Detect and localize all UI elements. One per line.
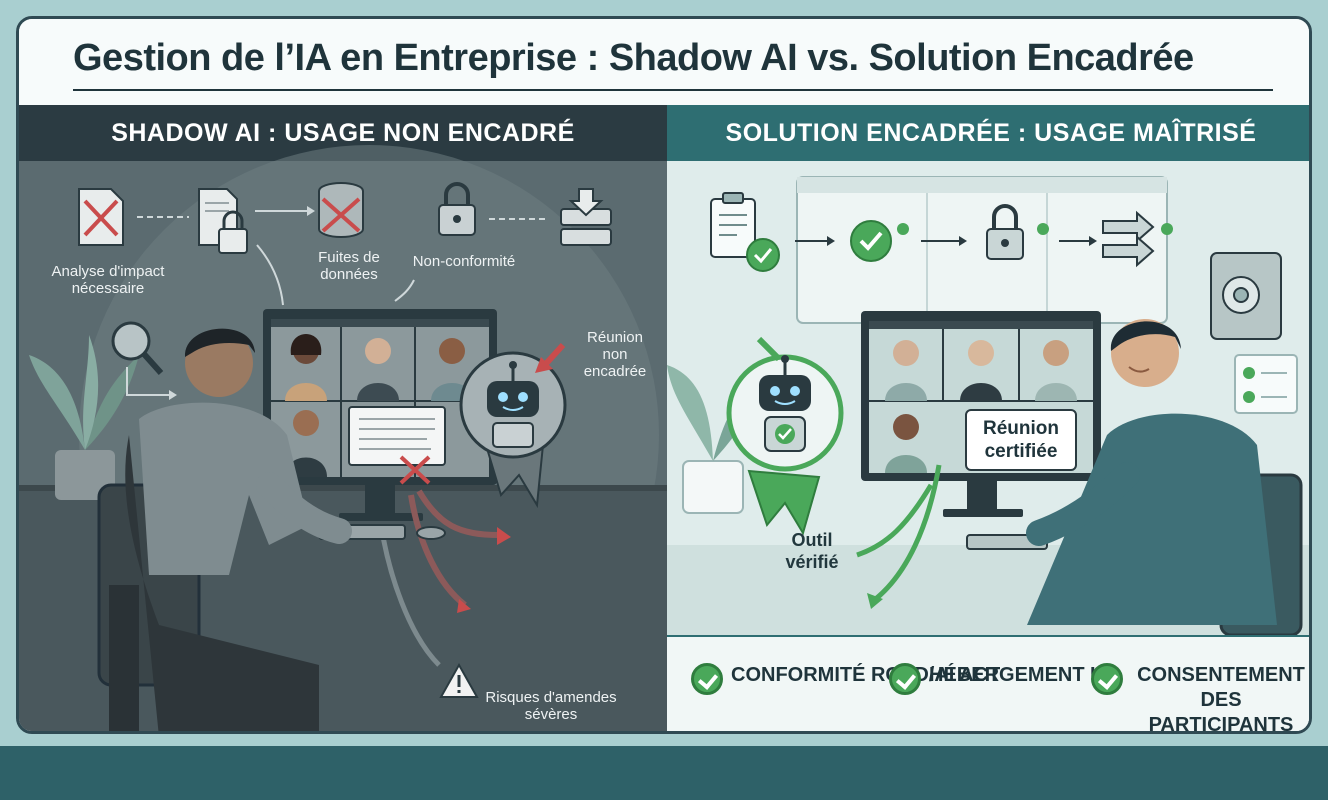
magnifier-icon [111,321,164,376]
benefits-bar: CONFORMITÉ RGPD/AI ACT HÉBERGEMENT UE CO… [667,635,1309,734]
infographic-frame: Gestion de l’IA en Entreprise : Shadow A… [16,16,1312,734]
benefit-gdpr: CONFORMITÉ RGPD/AI ACT [691,663,1001,695]
robot-icon [459,351,567,509]
safe-icon [1210,252,1282,340]
participant-1 [285,334,327,401]
warning-icon [439,662,479,698]
check-icon [1091,663,1123,695]
title-underline [73,89,1273,91]
participant-1 [885,340,927,401]
check-icon [691,663,723,695]
shadow-ai-panel: SHADOW AI : USAGE NON ENCADRÉ [19,105,667,731]
label-leaks: Fuites de données [318,249,380,283]
server-download-icon [560,188,612,246]
participant-2 [357,338,399,401]
certified-meeting-bubble: Réunion certifiée [965,409,1077,471]
padlock-icon [986,204,1049,260]
benefit-label: HÉBERGEMENT UE [929,664,1118,686]
check-icon [850,220,909,262]
label-fines: Risques d'amendes sévères [485,689,617,723]
benefit-label: CONFORMITÉ RGPD/AI ACT [731,664,1001,686]
participant-3 [1035,340,1077,401]
managed-solution-header: SOLUTION ENCADRÉE : USAGE MAÎTRISÉ [667,105,1309,161]
page-title: Gestion de l’IA en Entreprise : Shadow A… [73,37,1194,79]
label-impact: Analyse d'impact nécessaire [51,263,165,297]
mouse [416,526,446,540]
managed-solution-panel: SOLUTION ENCADRÉE : USAGE MAÎTRISÉ [667,105,1309,734]
footer-bar [0,746,1328,800]
label-noncompliance: Non-conformité [412,253,516,270]
person-icon [1026,319,1303,637]
check-icon [889,663,921,695]
label-tool-verified: Outil vérifié [785,530,839,572]
document-crossed-icon [78,188,124,246]
robot-icon [726,354,844,536]
checklist-icon [1234,354,1298,414]
benefit-hosting: HÉBERGEMENT UE [889,663,1118,695]
clipboard-check-icon [710,192,780,272]
label-meeting: Réunion non encadrée [583,329,647,380]
arrows-icon [1102,210,1173,268]
padlock-icon [438,182,476,236]
benefit-consent: CONSENTEMENT DES PARTICIPANTS [1091,663,1309,734]
participant-2 [960,340,1002,401]
managed-solution-scene [667,176,1309,637]
title-bar: Gestion de l’IA en Entreprise : Shadow A… [19,19,1309,105]
person-icon [97,328,352,731]
database-crossed-icon [318,182,364,238]
shadow-ai-scene [19,145,667,731]
participant-4 [885,414,927,473]
benefit-label: CONSENTEMENT DES PARTICIPANTS [1137,664,1305,734]
plant-icon [29,335,139,500]
chat-notes-card [348,406,446,466]
document-lock-icon [198,188,248,254]
